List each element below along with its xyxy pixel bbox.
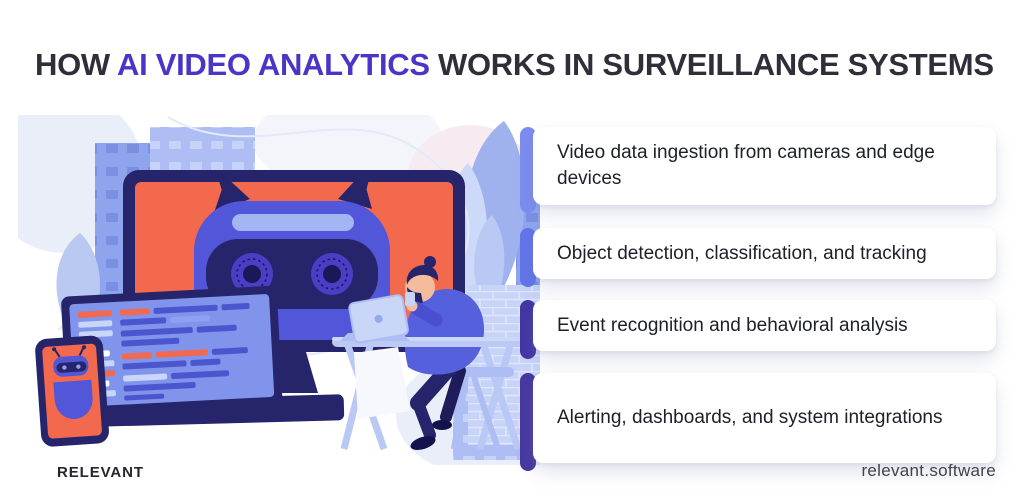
title-suffix: WORKS IN SURVEILLANCE SYSTEMS	[429, 46, 994, 82]
smartphone-with-robot	[35, 335, 109, 447]
person-arm-with-cup	[405, 292, 443, 327]
step-accent-bar	[520, 300, 536, 359]
step-accent-bar	[520, 228, 536, 287]
step-label: Alerting, dashboards, and system integra…	[557, 407, 943, 428]
chair	[450, 367, 514, 450]
step-card-2: Object detection, classification, and tr…	[520, 228, 996, 287]
page-title: HOW AI VIDEO ANALYTICS WORKS IN SURVEILL…	[35, 45, 1000, 85]
brand-logo-text: RELEVANT	[57, 464, 144, 481]
step-label: Object detection, classification, and tr…	[557, 242, 927, 264]
step-card-1: Video data ingestion from cameras and ed…	[520, 127, 996, 213]
code-screen	[57, 285, 345, 428]
step-card-4: Alerting, dashboards, and system integra…	[520, 373, 996, 471]
paper-sheet	[354, 347, 410, 419]
step-label: Event recognition and behavioral analysi…	[557, 314, 908, 336]
title-highlight: AI VIDEO ANALYTICS	[117, 46, 430, 82]
laptop	[340, 294, 410, 344]
title-prefix: HOW	[35, 46, 118, 82]
person-at-desk	[332, 256, 530, 451]
step-card-3: Event recognition and behavioral analysi…	[520, 300, 996, 359]
step-label: Video data ingestion from cameras and ed…	[557, 142, 935, 189]
hero-illustration	[18, 115, 540, 465]
step-accent-bar	[520, 373, 536, 471]
website-url: relevant.software	[861, 461, 996, 480]
step-accent-bar	[520, 127, 536, 213]
